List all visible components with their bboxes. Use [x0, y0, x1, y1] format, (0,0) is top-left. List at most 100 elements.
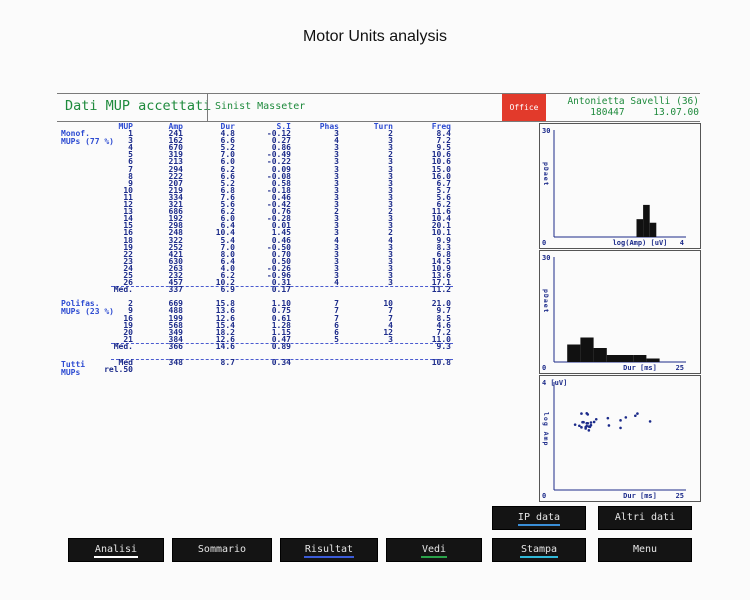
cell-dur: 14.6	[215, 341, 235, 351]
cell-freq: 5.7	[436, 185, 451, 195]
cell-amp: 298	[168, 221, 183, 231]
column-header: Turn	[373, 122, 393, 131]
cell-si: -0.50	[266, 242, 291, 252]
cell-freq: 6.7	[436, 178, 451, 188]
scatter-point	[581, 420, 584, 424]
cell-si: 0.01	[271, 221, 291, 231]
cell-dur: 6.9	[220, 285, 235, 295]
cell-mup: 4	[128, 143, 133, 153]
risultat-label: Risultat	[304, 544, 354, 555]
cell-turn: 4	[388, 320, 393, 330]
histogram-bar	[593, 348, 607, 362]
cell-dur: 6.2	[220, 207, 235, 217]
cell-phas: 3	[334, 178, 339, 188]
cell-phas: 3	[334, 242, 339, 252]
cell-turn: 7	[388, 306, 393, 316]
scatter-point	[648, 420, 652, 423]
office-badge[interactable]: Office	[502, 94, 546, 121]
cell-turn: 2	[388, 228, 393, 238]
cell-mup: 16	[123, 228, 133, 238]
cell-phas: 3	[334, 164, 339, 174]
scatter-point	[585, 424, 589, 428]
cell-mup: 16	[123, 313, 133, 323]
cell-phas: 3	[334, 270, 339, 280]
cell-amp: 252	[168, 242, 183, 252]
cell-amp: 384	[168, 334, 183, 344]
cell-amp: 349	[168, 327, 183, 337]
cell-mup: 26	[123, 278, 133, 288]
y-axis-label: pDaet	[542, 289, 550, 314]
cell-turn: 3	[388, 249, 393, 259]
cell-amp: 421	[168, 249, 183, 259]
risultat-button[interactable]: Risultat	[280, 538, 378, 562]
cell-dur: 15.8	[215, 299, 235, 309]
cell-mup: 7	[128, 164, 133, 174]
x-min-label: 0	[542, 364, 546, 372]
cell-turn: 3	[388, 185, 393, 195]
x-min-label: 0	[542, 239, 546, 247]
cell-freq: 13.6	[431, 270, 451, 280]
cell-mup: 22	[123, 249, 133, 259]
stampa-button[interactable]: Stampa	[492, 538, 586, 562]
exam-date: 13.07.00	[653, 107, 699, 118]
cell-freq: 9.3	[436, 341, 451, 351]
cell-dur: 7.0	[220, 150, 235, 160]
cell-freq: 10.9	[431, 263, 451, 273]
sommario-button[interactable]: Sommario	[172, 538, 272, 562]
cell-phas: 6	[334, 327, 339, 337]
cell-amp: 321	[168, 200, 183, 210]
y-axis-label: log Amp	[542, 412, 550, 446]
cell-dur: 6.4	[220, 221, 235, 231]
cell-amp: 457	[168, 278, 183, 288]
cell-dur: 6.0	[220, 157, 235, 167]
cell-dur: 18.2	[215, 327, 235, 337]
cell-mup: 10	[123, 185, 133, 195]
column-header: Amp	[168, 122, 183, 131]
cell-dur: 7.0	[220, 242, 235, 252]
median-separator	[111, 286, 453, 288]
cell-amp: 630	[168, 256, 183, 266]
cell-amp: 568	[168, 320, 183, 330]
cell-phas: 3	[334, 221, 339, 231]
menu-button[interactable]: Menu	[598, 538, 692, 562]
cell-mup: 19	[123, 320, 133, 330]
analisi-label: Analisi	[94, 544, 138, 555]
scatter-point	[606, 416, 610, 420]
cell-mup: 21	[123, 334, 133, 344]
cell-freq: 10.4	[431, 214, 451, 224]
cell-mup: 11	[123, 192, 133, 202]
cell-mup: 15	[123, 221, 133, 231]
cell-freq: 15.0	[431, 164, 451, 174]
ip-data-button[interactable]: IP data	[492, 506, 586, 530]
cell-turn: 3	[388, 334, 393, 344]
x-axis-label: Dur [ms]	[623, 364, 657, 372]
cell-phas: 3	[334, 185, 339, 195]
cell-dur: 15.4	[215, 320, 235, 330]
cell-amp: 337	[168, 285, 183, 295]
vedi-button[interactable]: Vedi	[386, 538, 482, 562]
altri-dati-button[interactable]: Altri dati	[598, 506, 692, 530]
cell-phas: 3	[334, 129, 339, 139]
cell-turn: 3	[388, 143, 393, 153]
scatter-point	[580, 426, 583, 429]
analisi-button[interactable]: Analisi	[68, 538, 164, 562]
scatter-point	[578, 424, 581, 428]
histogram-bar	[646, 358, 660, 362]
cell-freq: 17.1	[431, 278, 451, 288]
cell-mup: 5	[128, 150, 133, 160]
cell-freq: 9.7	[436, 306, 451, 316]
cell-amp: 670	[168, 143, 183, 153]
cell-mup: 19	[123, 242, 133, 252]
cell-dur: 5.2	[220, 143, 235, 153]
total-row-2: rel.50	[57, 366, 537, 374]
